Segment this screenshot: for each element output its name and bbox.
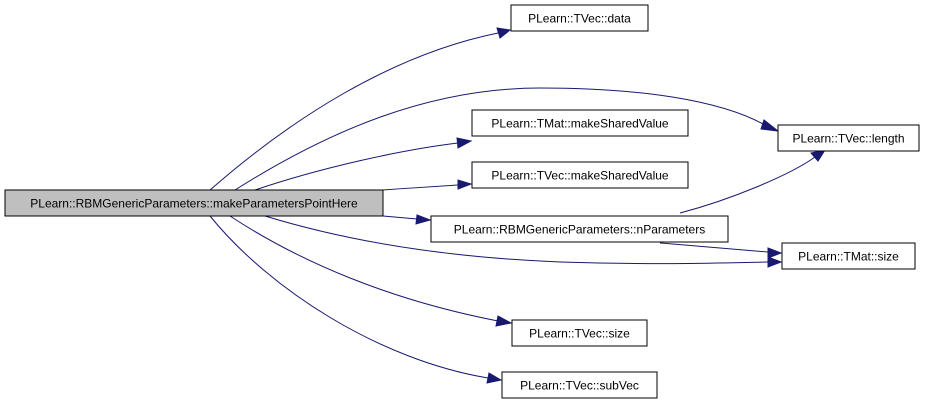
node-nparameters[interactable]: PLearn::RBMGenericParameters::nParameter… — [430, 215, 729, 243]
node-tvec-subvec[interactable]: PLearn::TVec::subVec — [501, 371, 658, 399]
edge-root-to-tvec-makeshared — [382, 184, 459, 191]
edges — [209, 27, 827, 384]
node-root[interactable]: PLearn::RBMGenericParameters::makeParame… — [4, 189, 384, 217]
edge-root-to-tvec-size — [229, 215, 499, 322]
arrowhead-nparams-length — [810, 149, 827, 162]
node-label: PLearn::TVec::subVec — [520, 379, 639, 393]
edge-nparams-to-tmat-size — [659, 242, 769, 253]
edge-root-to-tmat-makeshared — [254, 142, 459, 191]
edge-root-to-tmat-size — [264, 215, 769, 265]
edge-nparams-to-tvec-length — [679, 156, 816, 214]
node-label: PLearn::TMat::makeSharedValue — [491, 117, 669, 131]
node-label: PLearn::RBMGenericParameters::makeParame… — [30, 197, 358, 211]
node-label: PLearn::RBMGenericParameters::nParameter… — [454, 223, 705, 237]
node-label: PLearn::TVec::makeSharedValue — [491, 169, 669, 183]
node-tvec-data[interactable]: PLearn::TVec::data — [510, 4, 649, 32]
edge-root-to-tvec-data — [209, 32, 499, 191]
node-tvec-length[interactable]: PLearn::TVec::length — [777, 124, 920, 152]
edge-root-to-nparams — [382, 215, 418, 220]
arrowhead-tvec-data — [496, 27, 512, 39]
arrowhead-nparams-tmat-size — [767, 247, 783, 259]
arrowhead-tvec-length — [760, 119, 780, 132]
arrowhead-tvec-subvec — [486, 372, 503, 384]
node-label: PLearn::TVec::size — [529, 327, 630, 341]
edge-root-to-tvec-length — [234, 87, 766, 191]
node-label: PLearn::TVec::length — [792, 132, 904, 146]
node-tmat-size[interactable]: PLearn::TMat::size — [781, 242, 916, 270]
node-label: PLearn::TVec::data — [528, 12, 631, 26]
node-label: PLearn::TMat::size — [798, 250, 899, 264]
edge-root-to-tvec-subvec — [209, 215, 489, 379]
arrowhead-tmat-size-root — [767, 256, 783, 268]
node-tvec-size[interactable]: PLearn::TVec::size — [511, 319, 648, 347]
arrowhead-tmat-makeshared — [456, 137, 473, 149]
node-tmat-makesharedvalue[interactable]: PLearn::TMat::makeSharedValue — [471, 109, 689, 137]
node-tvec-makesharedvalue[interactable]: PLearn::TVec::makeSharedValue — [471, 161, 689, 189]
arrowhead-nparams — [415, 214, 432, 225]
arrowhead-tvec-size — [495, 315, 513, 327]
arrowhead-tvec-makeshared — [457, 179, 473, 190]
